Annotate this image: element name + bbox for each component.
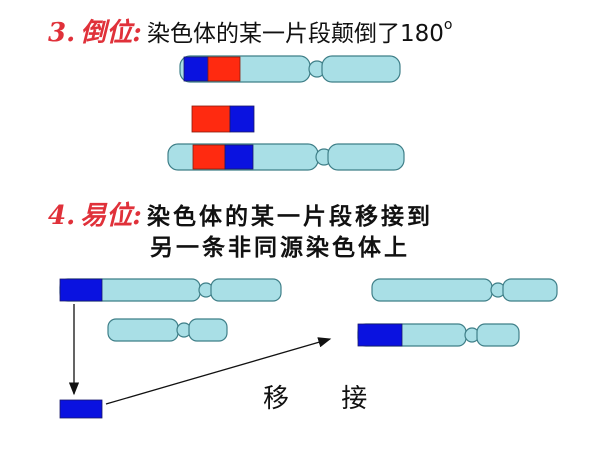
chromosome-short-arm bbox=[188, 318, 228, 342]
chromosome-long-arm bbox=[107, 318, 179, 342]
recipient-chromosome-after bbox=[357, 323, 520, 347]
translocation-description-line1: 染色体的某一片段移接到 bbox=[146, 204, 433, 230]
chromosome-short-arm bbox=[210, 278, 282, 302]
inversion-description: 染色体的某一片段颠倒了180 bbox=[146, 21, 444, 47]
blue-segment bbox=[183, 56, 209, 82]
blue-segment bbox=[229, 105, 255, 133]
translocation-description-line2: 另一条非同源染色体上 bbox=[150, 235, 410, 261]
chromosome-short-arm bbox=[476, 323, 520, 347]
red-segment bbox=[191, 105, 231, 133]
translocation-arrow-label: 移 接 bbox=[263, 384, 390, 414]
inversion-number: 3. bbox=[48, 18, 76, 48]
donor-chromosome-after bbox=[371, 278, 558, 302]
red-segment bbox=[192, 144, 226, 170]
inverted-segment bbox=[191, 105, 255, 133]
recipient-chromosome-before bbox=[107, 318, 228, 342]
inversion-term: 倒位: bbox=[80, 18, 142, 48]
detached-blue-segment bbox=[59, 399, 103, 419]
original-chromosome bbox=[179, 55, 401, 83]
degree-sign: o bbox=[443, 17, 453, 33]
translocation-term: 易位: bbox=[80, 201, 142, 231]
inverted-chromosome bbox=[167, 143, 405, 171]
diagonal-arrow bbox=[105, 337, 332, 405]
chromosome-long-arm bbox=[371, 278, 493, 302]
chromosome-short-arm bbox=[321, 55, 401, 83]
blue-segment bbox=[59, 278, 103, 302]
inversion-heading: 3. 倒位: 染色体的某一片段颠倒了180o bbox=[48, 12, 452, 49]
red-segment bbox=[207, 56, 241, 82]
translocation-heading: 4. 易位: 染色体的某一片段移接到 bbox=[48, 195, 433, 232]
blue-segment bbox=[357, 323, 403, 347]
chromosome-short-arm bbox=[327, 143, 405, 171]
donor-chromosome bbox=[59, 278, 282, 302]
chromosome-short-arm bbox=[502, 278, 558, 302]
blue-segment bbox=[224, 144, 254, 170]
translocation-number: 4. bbox=[48, 201, 76, 231]
translocation-description-line2-wrap: 另一条非同源染色体上 bbox=[150, 228, 410, 262]
